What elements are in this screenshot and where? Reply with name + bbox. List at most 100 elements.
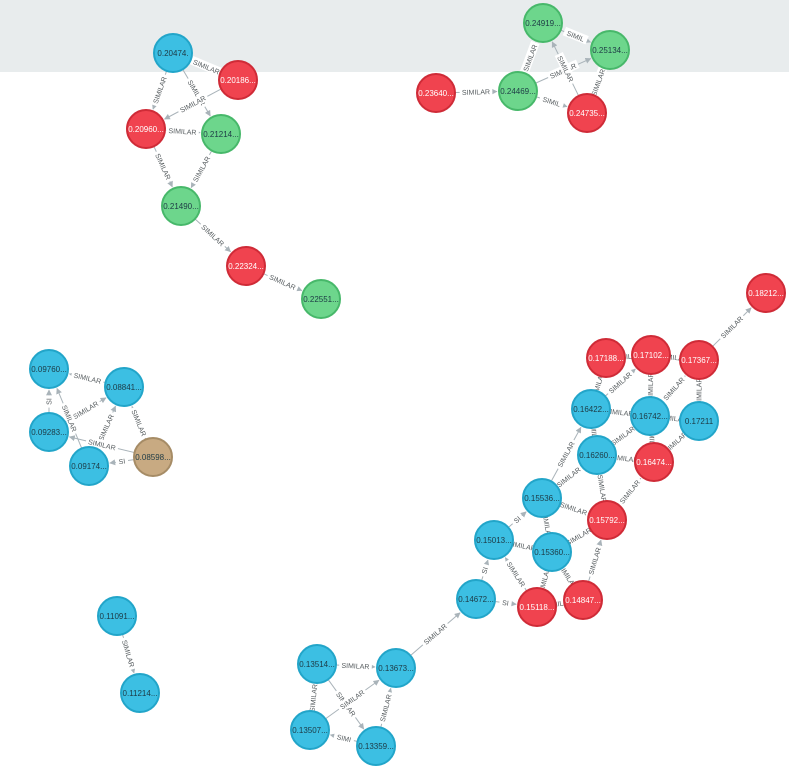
node-circle[interactable] — [474, 520, 514, 560]
graph-node-n25[interactable]: 0.16260... — [577, 435, 617, 475]
node-circle[interactable] — [571, 389, 611, 429]
relationship-label-bg — [176, 91, 210, 116]
relationship-label-bg — [602, 405, 637, 419]
node-circle[interactable] — [532, 532, 572, 572]
node-circle[interactable] — [356, 726, 396, 766]
node-circle[interactable] — [69, 446, 109, 486]
node-circle[interactable] — [133, 437, 173, 477]
node-circle[interactable] — [29, 349, 69, 389]
node-circle[interactable] — [153, 33, 193, 73]
graph-node-n9[interactable]: 0.25134... — [590, 30, 630, 70]
graph-node-n28[interactable]: 0.15792... — [587, 500, 627, 540]
relationship-label: SIMILAR — [648, 372, 655, 400]
graph-node-n23[interactable]: 0.16742... — [630, 396, 670, 436]
node-circle[interactable] — [218, 60, 258, 100]
node-circle[interactable] — [523, 3, 563, 43]
relationship-label-bg — [509, 511, 525, 527]
node-circle[interactable] — [290, 710, 330, 750]
graph-node-n36[interactable]: 0.13514... — [297, 644, 337, 684]
graph-node-n38[interactable]: 0.13507... — [290, 710, 330, 750]
node-circle[interactable] — [517, 587, 557, 627]
relationship-label-bg — [552, 463, 585, 491]
graph-node-n11[interactable]: 0.24469... — [498, 71, 538, 111]
node-circle[interactable] — [587, 500, 627, 540]
node-circle[interactable] — [522, 478, 562, 518]
relationship-label: SI — [481, 567, 490, 575]
relationship-label: SIMILAR — [697, 377, 704, 405]
node-circle[interactable] — [201, 114, 241, 154]
node-circle[interactable] — [297, 644, 337, 684]
graph-node-n22[interactable]: 0.16422... — [571, 389, 611, 429]
graph-node-n1[interactable]: 0.20474. — [153, 33, 193, 73]
node-circle[interactable] — [679, 401, 719, 441]
node-circle[interactable] — [104, 367, 144, 407]
graph-node-n19[interactable]: 0.17188... — [586, 338, 626, 378]
relationship-label-bg — [152, 149, 175, 184]
node-circle[interactable] — [631, 335, 671, 375]
relationship-label-bg — [338, 660, 373, 671]
relationship-label: SI — [118, 458, 126, 466]
graph-node-n30[interactable]: 0.15360... — [532, 532, 572, 572]
node-circle[interactable] — [301, 279, 341, 319]
graph-node-n5[interactable]: 0.21490... — [161, 186, 201, 226]
node-circle[interactable] — [97, 596, 137, 636]
node-circle[interactable] — [577, 435, 617, 475]
node-circle[interactable] — [586, 338, 626, 378]
node-circle[interactable] — [120, 673, 160, 713]
graph-node-n16[interactable]: 0.09283... — [29, 412, 69, 452]
relationship-label-bg — [585, 543, 604, 578]
graph-node-n18[interactable]: 0.09174... — [69, 446, 109, 486]
node-circle[interactable] — [376, 648, 416, 688]
relationship-label-bg — [554, 52, 578, 86]
graph-node-n12[interactable]: 0.24735... — [567, 93, 607, 133]
node-circle[interactable] — [498, 71, 538, 111]
relationship-label: SIMIL — [565, 30, 585, 43]
relationship-label-bg — [659, 373, 688, 404]
node-circle[interactable] — [630, 396, 670, 436]
graph-node-n20[interactable]: 0.17102... — [631, 335, 671, 375]
graph-node-n6[interactable]: 0.22324... — [226, 246, 266, 286]
relationship-label-bg — [556, 498, 591, 518]
graph-node-n4[interactable]: 0.21214... — [201, 114, 241, 154]
node-circle[interactable] — [590, 30, 630, 70]
node-circle[interactable] — [563, 580, 603, 620]
node-circle[interactable] — [126, 109, 166, 149]
node-circle[interactable] — [746, 273, 786, 313]
node-circle[interactable] — [161, 186, 201, 226]
node-circle[interactable] — [634, 442, 674, 482]
graph-node-n32[interactable]: 0.15118... — [517, 587, 557, 627]
relationship-label-bg — [149, 72, 170, 107]
relationship-label-bg — [694, 375, 703, 408]
graph-node-n34[interactable]: 0.11091... — [97, 596, 137, 636]
graph-node-n10[interactable]: 0.23640... — [416, 73, 456, 113]
relationship-label: SIMILAR — [199, 224, 224, 248]
graph-node-n39[interactable]: 0.13359... — [356, 726, 396, 766]
graph-node-n26[interactable]: 0.16474... — [634, 442, 674, 482]
graph-node-n3[interactable]: 0.20960... — [126, 109, 166, 149]
graph-node-n37[interactable]: 0.13673... — [376, 648, 416, 688]
node-circle[interactable] — [679, 340, 719, 380]
graph-node-n27[interactable]: 0.15536... — [522, 478, 562, 518]
graph-node-n17[interactable]: 0.08598... — [133, 437, 173, 477]
node-circle[interactable] — [416, 73, 456, 113]
graph-node-n21[interactable]: 0.17367... — [679, 340, 719, 380]
graph-node-n13[interactable]: 0.18212... — [746, 273, 786, 313]
graph-node-n7[interactable]: 0.22551... — [301, 279, 341, 319]
node-circle[interactable] — [456, 579, 496, 619]
relationship-label-bg — [716, 312, 747, 342]
relationship-label: SIMILAR — [646, 426, 655, 455]
graph-node-n24[interactable]: 0.17211 — [679, 401, 719, 441]
graph-node-n8[interactable]: 0.24919... — [523, 3, 563, 43]
graph-node-n33[interactable]: 0.14847... — [563, 580, 603, 620]
graph-node-n31[interactable]: 0.14672... — [456, 579, 496, 619]
node-circle[interactable] — [226, 246, 266, 286]
graph-node-n29[interactable]: 0.15013... — [474, 520, 514, 560]
graph-node-n2[interactable]: 0.20186... — [218, 60, 258, 100]
node-circle[interactable] — [29, 412, 69, 452]
graph-node-n15[interactable]: 0.08841... — [104, 367, 144, 407]
graph-node-n14[interactable]: 0.09760... — [29, 349, 69, 389]
node-circle[interactable] — [567, 93, 607, 133]
relationship-label-bg — [70, 369, 105, 386]
graph-node-n35[interactable]: 0.11214... — [120, 673, 160, 713]
